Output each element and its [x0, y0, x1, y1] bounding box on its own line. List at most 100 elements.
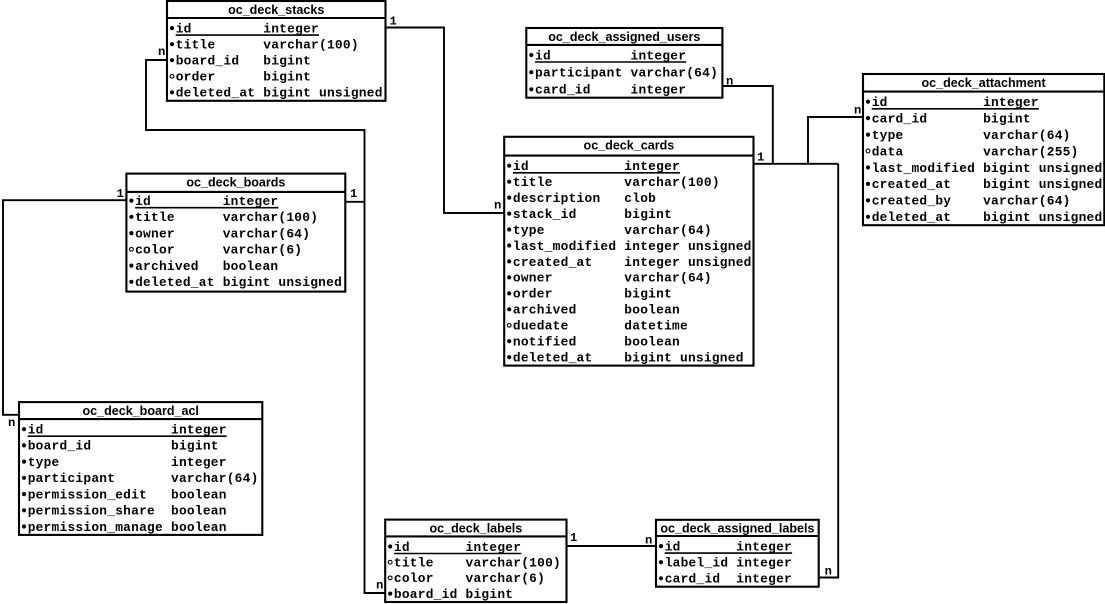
svg-text:n: n	[494, 199, 501, 213]
svg-text:notified: notified	[513, 335, 577, 350]
svg-text:varchar(64): varchar(64)	[983, 194, 1071, 209]
svg-text:varchar(100): varchar(100)	[466, 556, 562, 571]
svg-text:integer unsigned: integer unsigned	[624, 239, 751, 254]
svg-text:card_id: card_id	[535, 83, 591, 98]
svg-text:n: n	[158, 45, 165, 59]
svg-text:id: id	[135, 194, 151, 209]
svg-text:label_id: label_id	[665, 556, 729, 571]
svg-text:n: n	[825, 565, 832, 579]
svg-text:integer: integer	[171, 455, 227, 470]
svg-text:varchar(64): varchar(64)	[983, 128, 1071, 143]
svg-text:title: title	[394, 556, 434, 571]
svg-text:clob: clob	[624, 191, 656, 206]
svg-text:permission_share: permission_share	[28, 504, 155, 519]
svg-text:datetime: datetime	[624, 319, 688, 334]
svg-text:integer: integer	[631, 83, 687, 98]
svg-text:permission_manage: permission_manage	[28, 520, 163, 535]
svg-text:oc_deck_attachment: oc_deck_attachment	[922, 76, 1047, 90]
svg-text:boolean: boolean	[624, 303, 680, 318]
svg-text:bigint unsigned: bigint unsigned	[263, 86, 382, 101]
svg-text:oc_deck_assigned_labels: oc_deck_assigned_labels	[660, 522, 814, 536]
svg-text:integer: integer	[736, 539, 792, 554]
svg-text:created_at: created_at	[513, 255, 593, 270]
svg-text:card_id: card_id	[872, 111, 928, 126]
svg-text:integer: integer	[736, 572, 792, 587]
svg-text:varchar(64): varchar(64)	[624, 223, 712, 238]
svg-text:bigint: bigint	[263, 70, 311, 85]
svg-text:board_id: board_id	[176, 54, 240, 69]
svg-text:varchar(100): varchar(100)	[624, 175, 720, 190]
svg-text:bigint unsigned: bigint unsigned	[223, 275, 342, 290]
svg-text:title: title	[135, 210, 175, 225]
svg-text:archived: archived	[135, 259, 199, 274]
svg-text:owner: owner	[135, 226, 175, 241]
svg-text:created_at: created_at	[872, 177, 952, 192]
svg-text:1: 1	[570, 531, 577, 545]
svg-text:n: n	[726, 75, 733, 89]
svg-text:oc_deck_labels: oc_deck_labels	[430, 521, 523, 535]
svg-text:last_modified: last_modified	[872, 161, 975, 176]
svg-text:integer: integer	[171, 423, 227, 438]
svg-text:oc_deck_board_acl: oc_deck_board_acl	[82, 404, 198, 418]
svg-text:1: 1	[390, 14, 397, 28]
svg-text:title: title	[176, 38, 216, 53]
svg-text:deleted_at: deleted_at	[513, 351, 593, 366]
svg-text:integer unsigned: integer unsigned	[624, 255, 751, 270]
svg-text:integer: integer	[983, 95, 1039, 110]
svg-text:created_by: created_by	[872, 194, 952, 209]
svg-text:color: color	[394, 571, 434, 586]
svg-text:1: 1	[757, 151, 764, 165]
svg-text:bigint unsigned: bigint unsigned	[983, 177, 1102, 192]
svg-text:id: id	[872, 95, 888, 110]
svg-text:type: type	[872, 128, 904, 143]
svg-text:type: type	[28, 455, 60, 470]
svg-text:varchar(255): varchar(255)	[983, 144, 1079, 159]
svg-text:varchar(64): varchar(64)	[171, 471, 259, 486]
svg-text:bigint unsigned: bigint unsigned	[624, 351, 743, 366]
svg-text:bigint: bigint	[624, 207, 672, 222]
svg-text:integer: integer	[466, 540, 522, 555]
svg-text:data: data	[872, 144, 904, 159]
svg-text:id: id	[665, 539, 681, 554]
svg-text:title: title	[513, 175, 553, 190]
svg-text:duedate: duedate	[513, 319, 569, 334]
svg-text:varchar(64): varchar(64)	[223, 226, 311, 241]
svg-text:deleted_at: deleted_at	[872, 210, 952, 225]
svg-text:oc_deck_stacks: oc_deck_stacks	[228, 3, 324, 17]
svg-text:board_id: board_id	[28, 439, 92, 454]
svg-text:oc_deck_cards: oc_deck_cards	[584, 139, 675, 153]
svg-text:id: id	[513, 159, 529, 174]
svg-text:card_id: card_id	[665, 572, 721, 587]
svg-text:id: id	[28, 423, 44, 438]
svg-text:integer: integer	[631, 48, 687, 63]
svg-text:deleted_at: deleted_at	[176, 86, 256, 101]
svg-text:id: id	[535, 48, 551, 63]
svg-text:id: id	[394, 540, 410, 555]
svg-text:integer: integer	[223, 194, 279, 209]
svg-text:bigint unsigned: bigint unsigned	[983, 161, 1102, 176]
svg-text:n: n	[854, 104, 861, 118]
svg-text:varchar(100): varchar(100)	[263, 38, 359, 53]
svg-text:1: 1	[117, 187, 124, 201]
svg-text:varchar(100): varchar(100)	[223, 210, 319, 225]
svg-text:participant: participant	[535, 66, 623, 81]
svg-text:n: n	[645, 534, 652, 548]
svg-text:boolean: boolean	[223, 259, 279, 274]
svg-text:owner: owner	[513, 271, 553, 286]
svg-text:oc_deck_assigned_users: oc_deck_assigned_users	[548, 30, 700, 44]
svg-text:varchar(6): varchar(6)	[466, 571, 546, 586]
svg-text:varchar(6): varchar(6)	[223, 243, 303, 258]
svg-text:boolean: boolean	[171, 504, 227, 519]
svg-text:integer: integer	[736, 556, 792, 571]
svg-text:bigint: bigint	[624, 287, 672, 302]
svg-text:description: description	[513, 191, 601, 206]
svg-text:bigint: bigint	[171, 439, 219, 454]
svg-text:board_id: board_id	[394, 587, 458, 602]
svg-text:participant: participant	[28, 471, 116, 486]
svg-text:integer: integer	[263, 21, 319, 36]
svg-text:archived: archived	[513, 303, 577, 318]
svg-text:oc_deck_boards: oc_deck_boards	[186, 175, 285, 189]
svg-text:color: color	[135, 243, 175, 258]
svg-text:1: 1	[350, 187, 357, 201]
svg-text:varchar(64): varchar(64)	[624, 271, 712, 286]
